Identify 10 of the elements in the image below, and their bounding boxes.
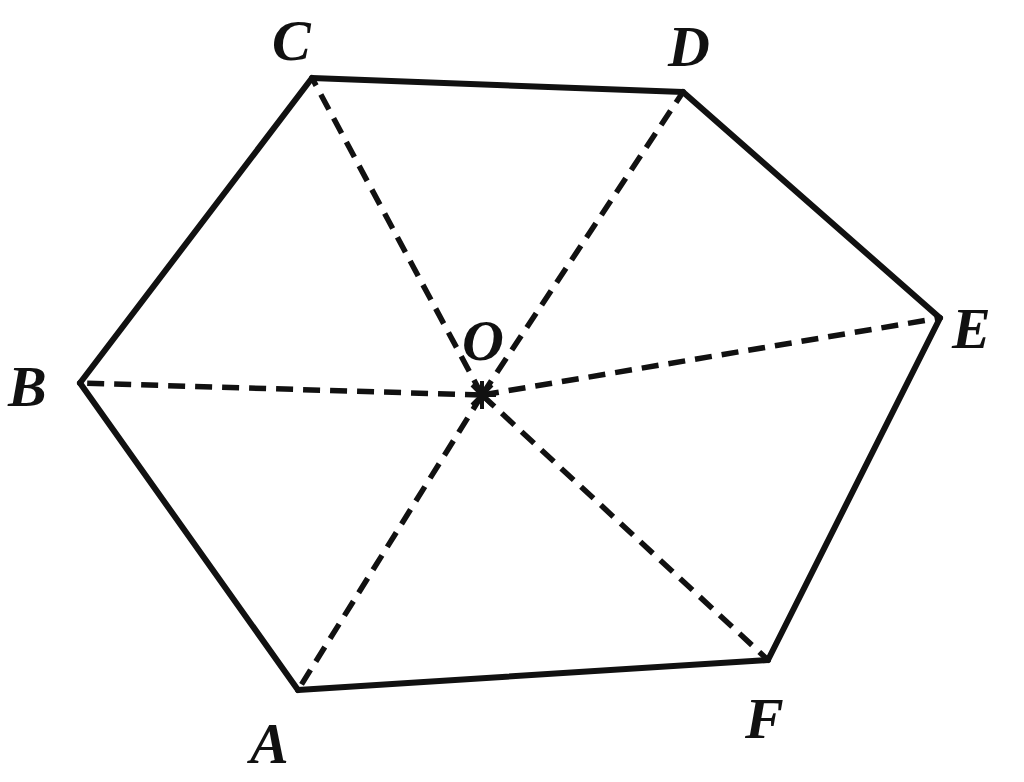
hexagon-side [295, 657, 771, 693]
vertex-label: B [8, 358, 47, 416]
hexagon-side [77, 75, 315, 386]
vertex-label: D [668, 18, 710, 76]
vertex-label: C [272, 12, 311, 70]
vertex-label: O [462, 312, 504, 370]
vertex-label: E [952, 300, 991, 358]
vertex-label: F [745, 690, 784, 748]
hexagon-side [77, 380, 301, 693]
hexagon-side [765, 315, 943, 663]
